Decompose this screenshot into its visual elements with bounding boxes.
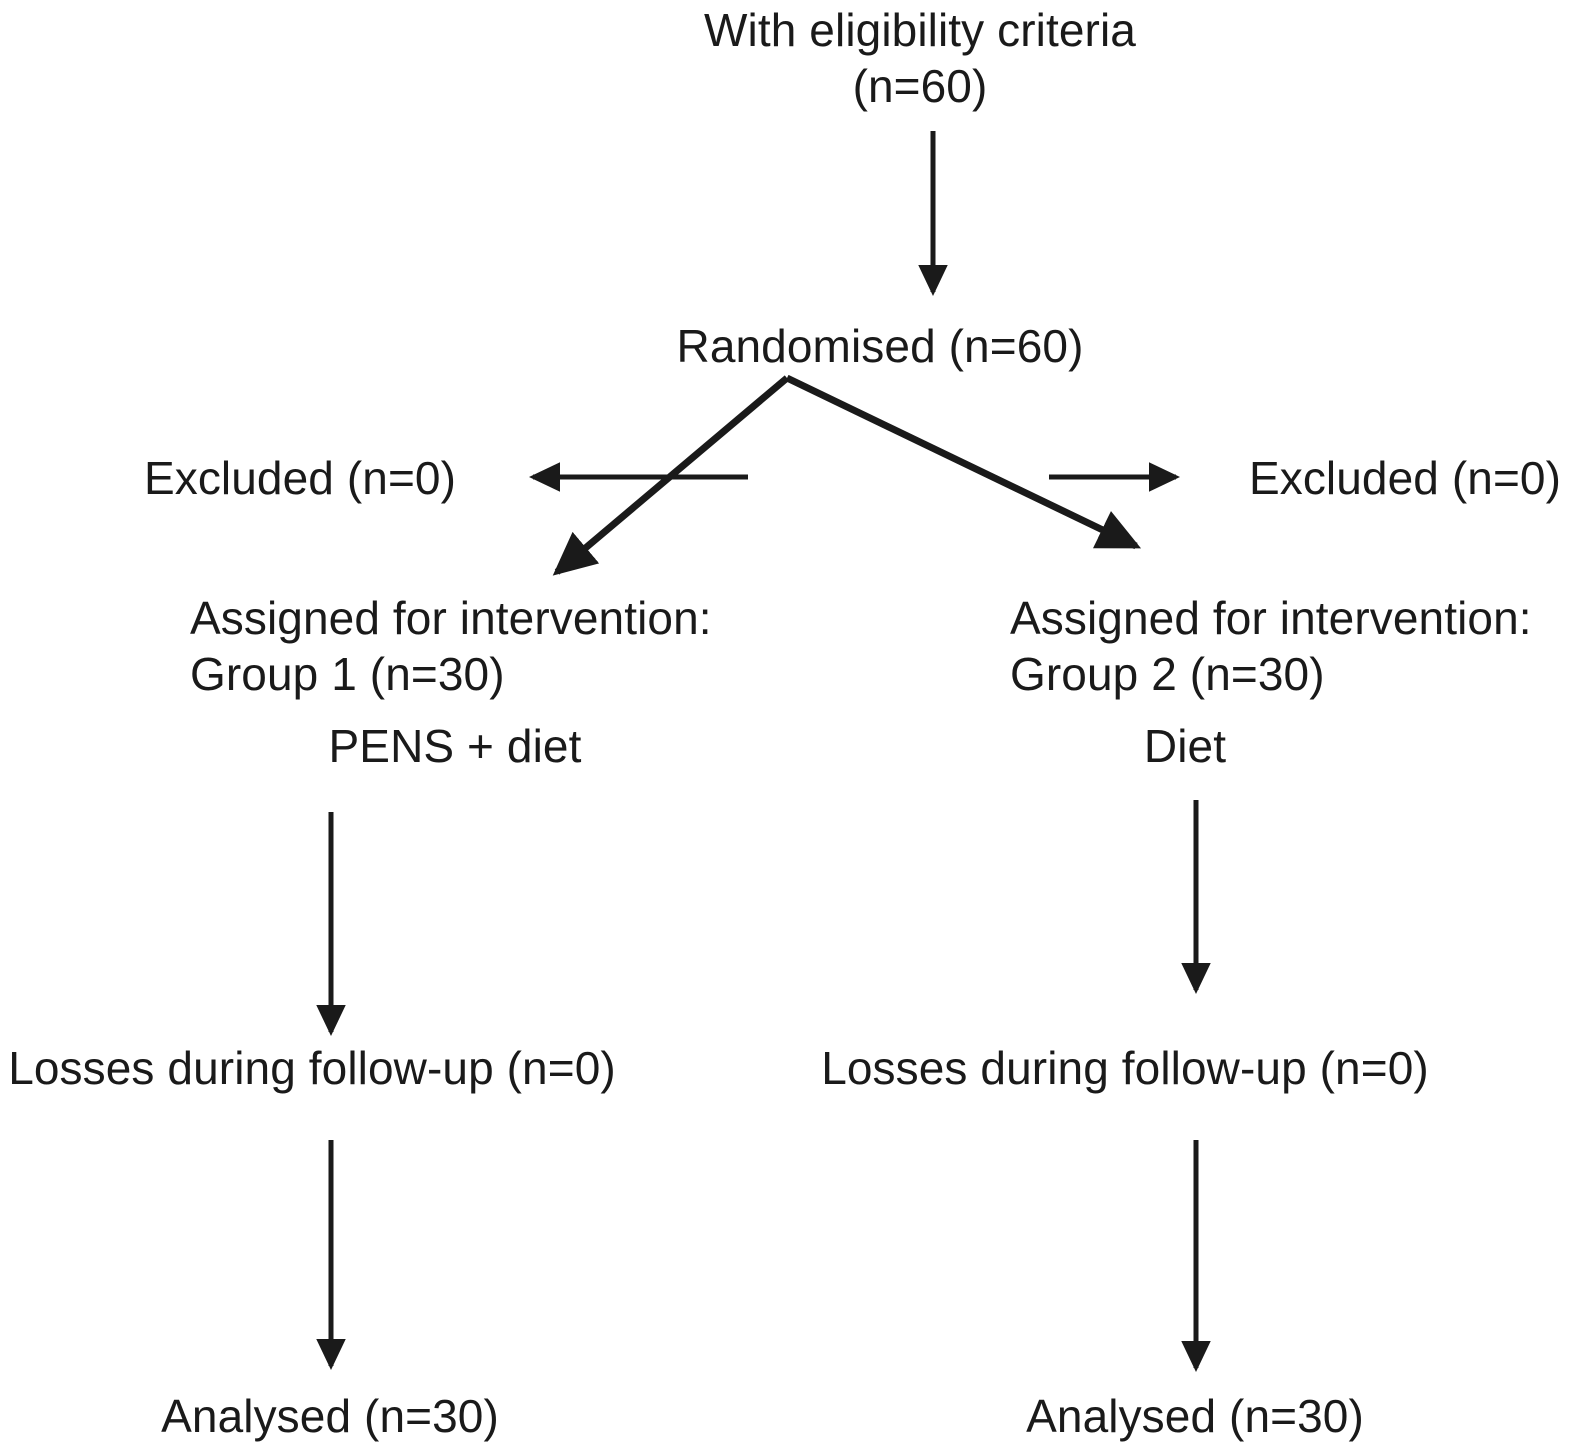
node-excluded-left: Excluded (n=0) bbox=[143, 452, 457, 504]
node-randomised: Randomised (n=60) bbox=[676, 320, 1084, 372]
node-group2-intervention: Diet bbox=[1143, 720, 1227, 772]
node-eligibility-criteria: With eligibility criteria (n=60) bbox=[704, 4, 1136, 113]
connector-randomised-to-group2 bbox=[785, 374, 1142, 550]
node-losses-right: Losses during follow-up (n=0) bbox=[821, 1042, 1429, 1094]
connector-randomised-to-group1 bbox=[552, 375, 790, 576]
node-excluded-right: Excluded (n=0) bbox=[1248, 452, 1562, 504]
node-group2-assignment: Assigned for intervention: Group 2 (n=30… bbox=[1010, 592, 1532, 701]
node-group1-intervention: PENS + diet bbox=[328, 720, 582, 772]
node-analysed-left: Analysed (n=30) bbox=[161, 1390, 499, 1442]
node-losses-left: Losses during follow-up (n=0) bbox=[8, 1042, 616, 1094]
node-analysed-right: Analysed (n=30) bbox=[1026, 1390, 1364, 1442]
node-group1-assignment: Assigned for intervention: Group 1 (n=30… bbox=[190, 592, 712, 701]
